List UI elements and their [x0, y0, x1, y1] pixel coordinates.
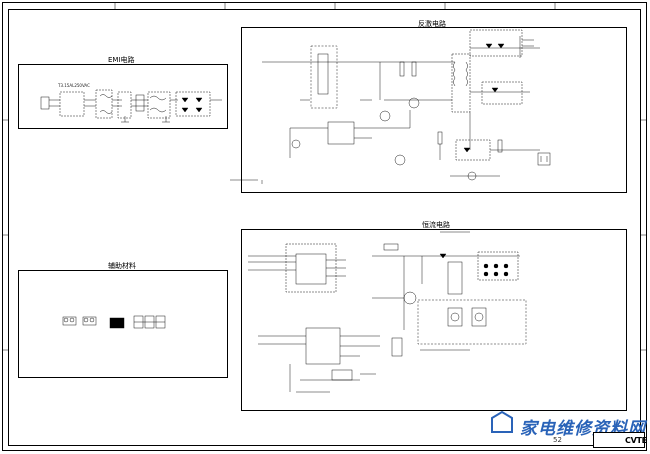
emi-panel-title: EMI电路 [108, 56, 135, 64]
constant-current-panel [241, 229, 627, 411]
fuse-rating-label: T3.15AL250VAC [58, 83, 90, 88]
emi-circuit [40, 89, 222, 123]
aux-parts [62, 315, 166, 329]
flyback-circuit [230, 29, 551, 184]
aux-panel [18, 270, 228, 378]
constant-current-circuit [248, 231, 527, 393]
aux-panel-title: 辅助材料 [108, 262, 136, 270]
flyback-panel [241, 27, 627, 193]
brand-box [593, 432, 645, 448]
flyback-panel-title: 反激电路 [418, 20, 446, 28]
brand-logo: CVTE [625, 436, 647, 445]
constant-current-panel-title: 恒流电路 [422, 221, 450, 229]
inner-border [8, 9, 641, 446]
watermark-url: 52 [553, 436, 562, 444]
emi-panel [18, 64, 228, 129]
frame-ticks [2, 2, 647, 351]
